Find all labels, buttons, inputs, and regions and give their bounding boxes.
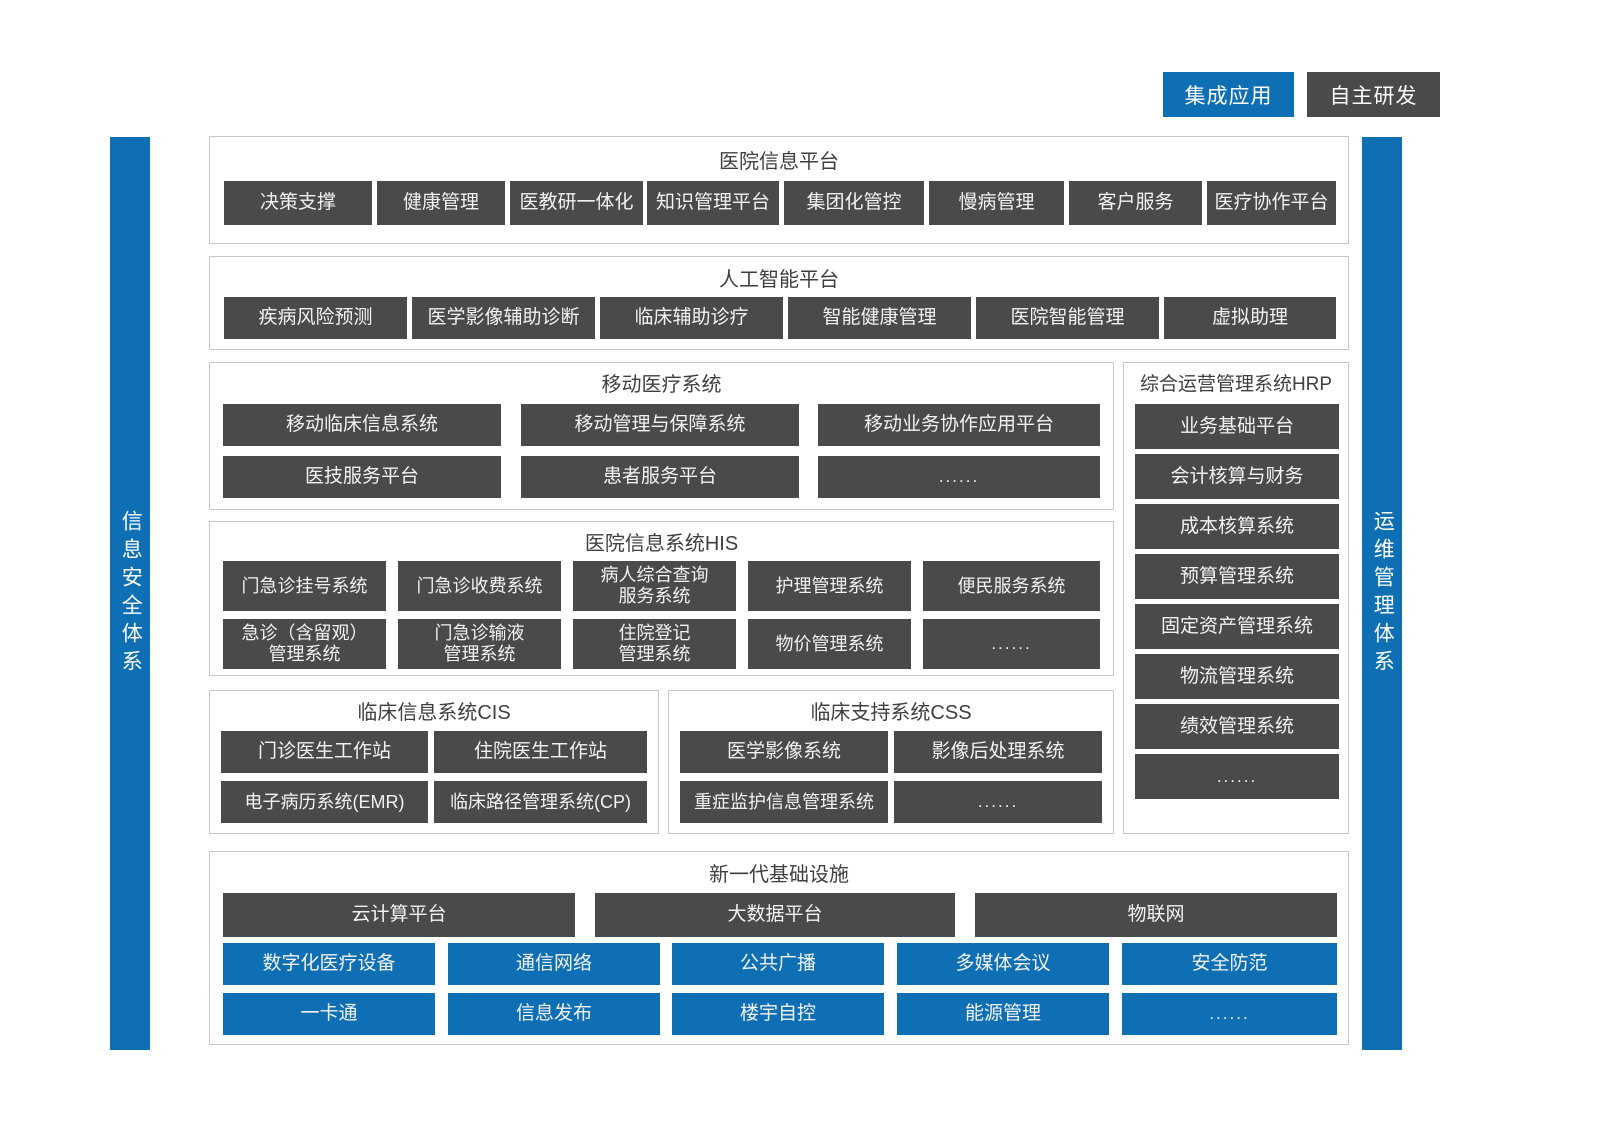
sidebar-left-label: 信息安全体系 bbox=[119, 509, 143, 678]
cell-outpatient-emergency-registration-system[interactable]: 门急诊挂号系统 bbox=[223, 561, 386, 611]
cell-inpatient-doctor-workstation[interactable]: 住院医生工作站 bbox=[434, 731, 647, 773]
panel-hospital-info-platform: 医院信息平台 决策支撑 健康管理 医教研一体化 知识管理平台 集团化管控 慢病管… bbox=[209, 136, 1349, 244]
panel-title-his: 医院信息系统HIS bbox=[584, 533, 739, 555]
panel-mobile-medical-system: 移动医疗系统 移动临床信息系统 移动管理与保障系统 移动业务协作应用平台 医技服… bbox=[209, 362, 1114, 510]
cell-medical-collaboration-platform[interactable]: 医疗协作平台 bbox=[1207, 181, 1336, 225]
cell-chronic-disease-management[interactable]: 慢病管理 bbox=[929, 181, 1064, 225]
cell-all-in-one-card[interactable]: 一卡通 bbox=[223, 993, 435, 1035]
cell-budget-management-system[interactable]: 预算管理系统 bbox=[1135, 554, 1339, 599]
panel-hrp: 综合运营管理系统HRP 业务基础平台 会计核算与财务 成本核算系统 预算管理系统… bbox=[1123, 362, 1349, 834]
cell-medical-education-research-integration[interactable]: 医教研一体化 bbox=[510, 181, 643, 225]
panel-title-hrp: 综合运营管理系统HRP bbox=[1139, 374, 1333, 395]
panel-title-infrastructure: 新一代基础设施 bbox=[709, 864, 849, 886]
cell-inpatient-registration-management-system[interactable]: 住院登记 管理系统 bbox=[573, 619, 736, 669]
cell-mobile-business-collaboration-platform[interactable]: 移动业务协作应用平台 bbox=[818, 404, 1100, 446]
cell-clinical-pathway-management-system[interactable]: 临床路径管理系统(CP) bbox=[434, 781, 647, 823]
sidebar-operation-maintenance-system: 运维管理体系 bbox=[1362, 137, 1402, 1050]
cell-patient-service-platform[interactable]: 患者服务平台 bbox=[521, 456, 799, 498]
panel-title-cis: 临床信息系统CIS bbox=[357, 702, 511, 724]
cell-logistics-management-system[interactable]: 物流管理系统 bbox=[1135, 654, 1339, 699]
cell-internet-of-things[interactable]: 物联网 bbox=[975, 893, 1337, 937]
cell-mobile-clinical-info-system[interactable]: 移动临床信息系统 bbox=[223, 404, 501, 446]
cell-fixed-asset-management-system[interactable]: 固定资产管理系统 bbox=[1135, 604, 1339, 649]
cell-infrastructure-more[interactable]: ...... bbox=[1122, 993, 1337, 1035]
legend-self-developed[interactable]: 自主研发 bbox=[1307, 72, 1440, 117]
panel-css: 临床支持系统CSS 医学影像系统 影像后处理系统 重症监护信息管理系统 ....… bbox=[668, 690, 1114, 834]
cell-emergency-observation-management-system[interactable]: 急诊（含留观） 管理系统 bbox=[223, 619, 386, 669]
cell-cloud-computing-platform[interactable]: 云计算平台 bbox=[223, 893, 575, 937]
cell-accounting-finance[interactable]: 会计核算与财务 bbox=[1135, 454, 1339, 499]
cell-nursing-management-system[interactable]: 护理管理系统 bbox=[748, 561, 911, 611]
panel-infrastructure: 新一代基础设施 云计算平台 大数据平台 物联网 数字化医疗设备 通信网络 公共广… bbox=[209, 851, 1349, 1045]
cell-knowledge-management-platform[interactable]: 知识管理平台 bbox=[647, 181, 779, 225]
panel-title-ai-platform: 人工智能平台 bbox=[719, 269, 839, 291]
cell-cost-accounting-system[interactable]: 成本核算系统 bbox=[1135, 504, 1339, 549]
panel-cis: 临床信息系统CIS 门诊医生工作站 住院医生工作站 电子病历系统(EMR) 临床… bbox=[209, 690, 659, 834]
cell-customer-service[interactable]: 客户服务 bbox=[1069, 181, 1202, 225]
panel-title-css: 临床支持系统CSS bbox=[810, 702, 972, 724]
cell-public-broadcasting[interactable]: 公共广播 bbox=[672, 943, 884, 985]
cell-disease-risk-prediction[interactable]: 疾病风险预测 bbox=[224, 297, 407, 339]
cell-hospital-intelligent-management[interactable]: 医院智能管理 bbox=[976, 297, 1159, 339]
cell-virtual-assistant[interactable]: 虚拟助理 bbox=[1164, 297, 1336, 339]
cell-big-data-platform[interactable]: 大数据平台 bbox=[595, 893, 955, 937]
cell-outpatient-emergency-infusion-management-system[interactable]: 门急诊输液 管理系统 bbox=[398, 619, 561, 669]
panel-his: 医院信息系统HIS 门急诊挂号系统 门急诊收费系统 病人综合查询 服务系统 护理… bbox=[209, 521, 1114, 676]
cell-patient-comprehensive-query-service-system[interactable]: 病人综合查询 服务系统 bbox=[573, 561, 736, 611]
legend-integrated-label: 集成应用 bbox=[1184, 84, 1273, 108]
cell-clinical-assisted-diagnosis-treatment[interactable]: 临床辅助诊疗 bbox=[600, 297, 783, 339]
cell-medical-technology-service-platform[interactable]: 医技服务平台 bbox=[223, 456, 501, 498]
legend-self-developed-label: 自主研发 bbox=[1329, 84, 1418, 108]
cell-information-release[interactable]: 信息发布 bbox=[448, 993, 660, 1035]
cell-css-more[interactable]: ...... bbox=[894, 781, 1102, 823]
cell-his-more[interactable]: ...... bbox=[923, 619, 1100, 669]
cell-medical-imaging-assisted-diagnosis[interactable]: 医学影像辅助诊断 bbox=[412, 297, 595, 339]
cell-outpatient-emergency-charging-system[interactable]: 门急诊收费系统 bbox=[398, 561, 561, 611]
cell-convenience-service-system[interactable]: 便民服务系统 bbox=[923, 561, 1100, 611]
cell-medical-imaging-system[interactable]: 医学影像系统 bbox=[680, 731, 888, 773]
cell-image-post-processing-system[interactable]: 影像后处理系统 bbox=[894, 731, 1102, 773]
cell-energy-management[interactable]: 能源管理 bbox=[897, 993, 1109, 1035]
cell-price-management-system[interactable]: 物价管理系统 bbox=[748, 619, 911, 669]
cell-decision-support[interactable]: 决策支撑 bbox=[224, 181, 372, 225]
cell-business-foundation-platform[interactable]: 业务基础平台 bbox=[1135, 404, 1339, 449]
sidebar-right-label: 运维管理体系 bbox=[1371, 509, 1395, 678]
cell-electronic-medical-record-system[interactable]: 电子病历系统(EMR) bbox=[221, 781, 428, 823]
cell-communication-network[interactable]: 通信网络 bbox=[448, 943, 660, 985]
cell-security-protection[interactable]: 安全防范 bbox=[1122, 943, 1337, 985]
cell-hrp-more[interactable]: ...... bbox=[1135, 754, 1339, 799]
cell-building-automation[interactable]: 楼宇自控 bbox=[672, 993, 884, 1035]
cell-icu-information-management-system[interactable]: 重症监护信息管理系统 bbox=[680, 781, 888, 823]
panel-title-hospital-info-platform: 医院信息平台 bbox=[719, 151, 839, 173]
cell-group-management-control[interactable]: 集团化管控 bbox=[784, 181, 924, 225]
cell-mobile-medical-more[interactable]: ...... bbox=[818, 456, 1100, 498]
cell-intelligent-health-management[interactable]: 智能健康管理 bbox=[788, 297, 971, 339]
cell-outpatient-doctor-workstation[interactable]: 门诊医生工作站 bbox=[221, 731, 428, 773]
cell-health-management[interactable]: 健康管理 bbox=[377, 181, 505, 225]
sidebar-information-security-system: 信息安全体系 bbox=[110, 137, 150, 1050]
cell-multimedia-conference[interactable]: 多媒体会议 bbox=[897, 943, 1109, 985]
legend-integrated-application[interactable]: 集成应用 bbox=[1163, 72, 1294, 117]
panel-ai-platform: 人工智能平台 疾病风险预测 医学影像辅助诊断 临床辅助诊疗 智能健康管理 医院智… bbox=[209, 256, 1349, 350]
cell-performance-management-system[interactable]: 绩效管理系统 bbox=[1135, 704, 1339, 749]
panel-title-mobile-medical-system: 移动医疗系统 bbox=[601, 374, 722, 396]
cell-digital-medical-equipment[interactable]: 数字化医疗设备 bbox=[223, 943, 435, 985]
cell-mobile-management-support-system[interactable]: 移动管理与保障系统 bbox=[521, 404, 799, 446]
